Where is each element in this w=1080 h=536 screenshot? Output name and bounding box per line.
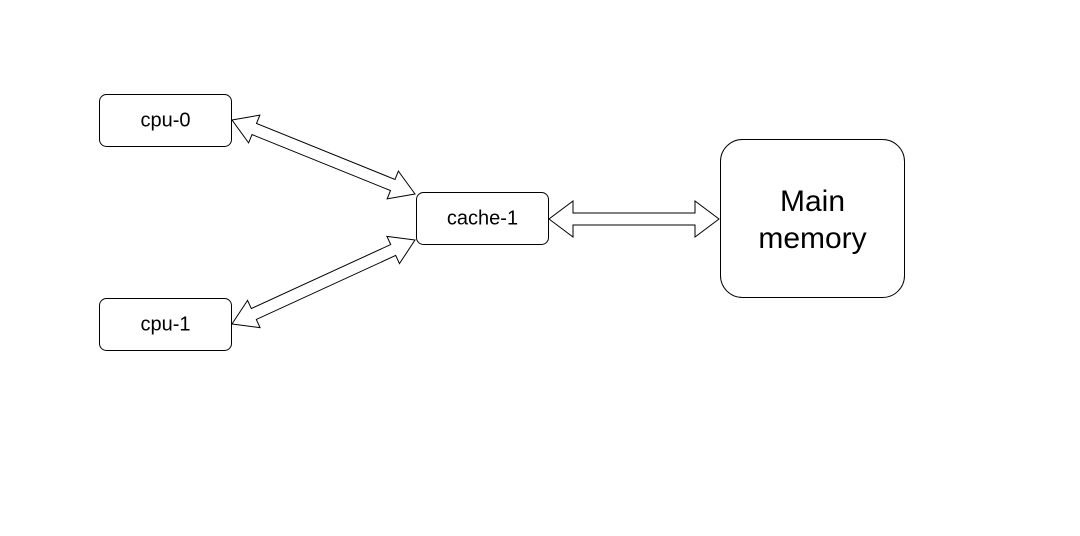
main-memory-label-line1: Main bbox=[780, 185, 845, 218]
cpu-1-label: cpu-1 bbox=[140, 313, 190, 335]
arrow-cpu1-cache1[interactable] bbox=[231, 235, 416, 329]
cache-1-label: cache-1 bbox=[447, 207, 518, 229]
cpu-1-node[interactable]: cpu-1 bbox=[99, 298, 232, 351]
main-memory-node[interactable]: Main memory bbox=[720, 139, 905, 298]
main-memory-label-line2: memory bbox=[758, 222, 866, 255]
arrow-cache1-main-memory[interactable] bbox=[548, 200, 720, 238]
cache-1-node[interactable]: cache-1 bbox=[416, 192, 549, 245]
arrow-cpu0-cache1[interactable] bbox=[231, 114, 416, 200]
cpu-0-label: cpu-0 bbox=[140, 109, 190, 131]
cpu-0-node[interactable]: cpu-0 bbox=[99, 94, 232, 147]
